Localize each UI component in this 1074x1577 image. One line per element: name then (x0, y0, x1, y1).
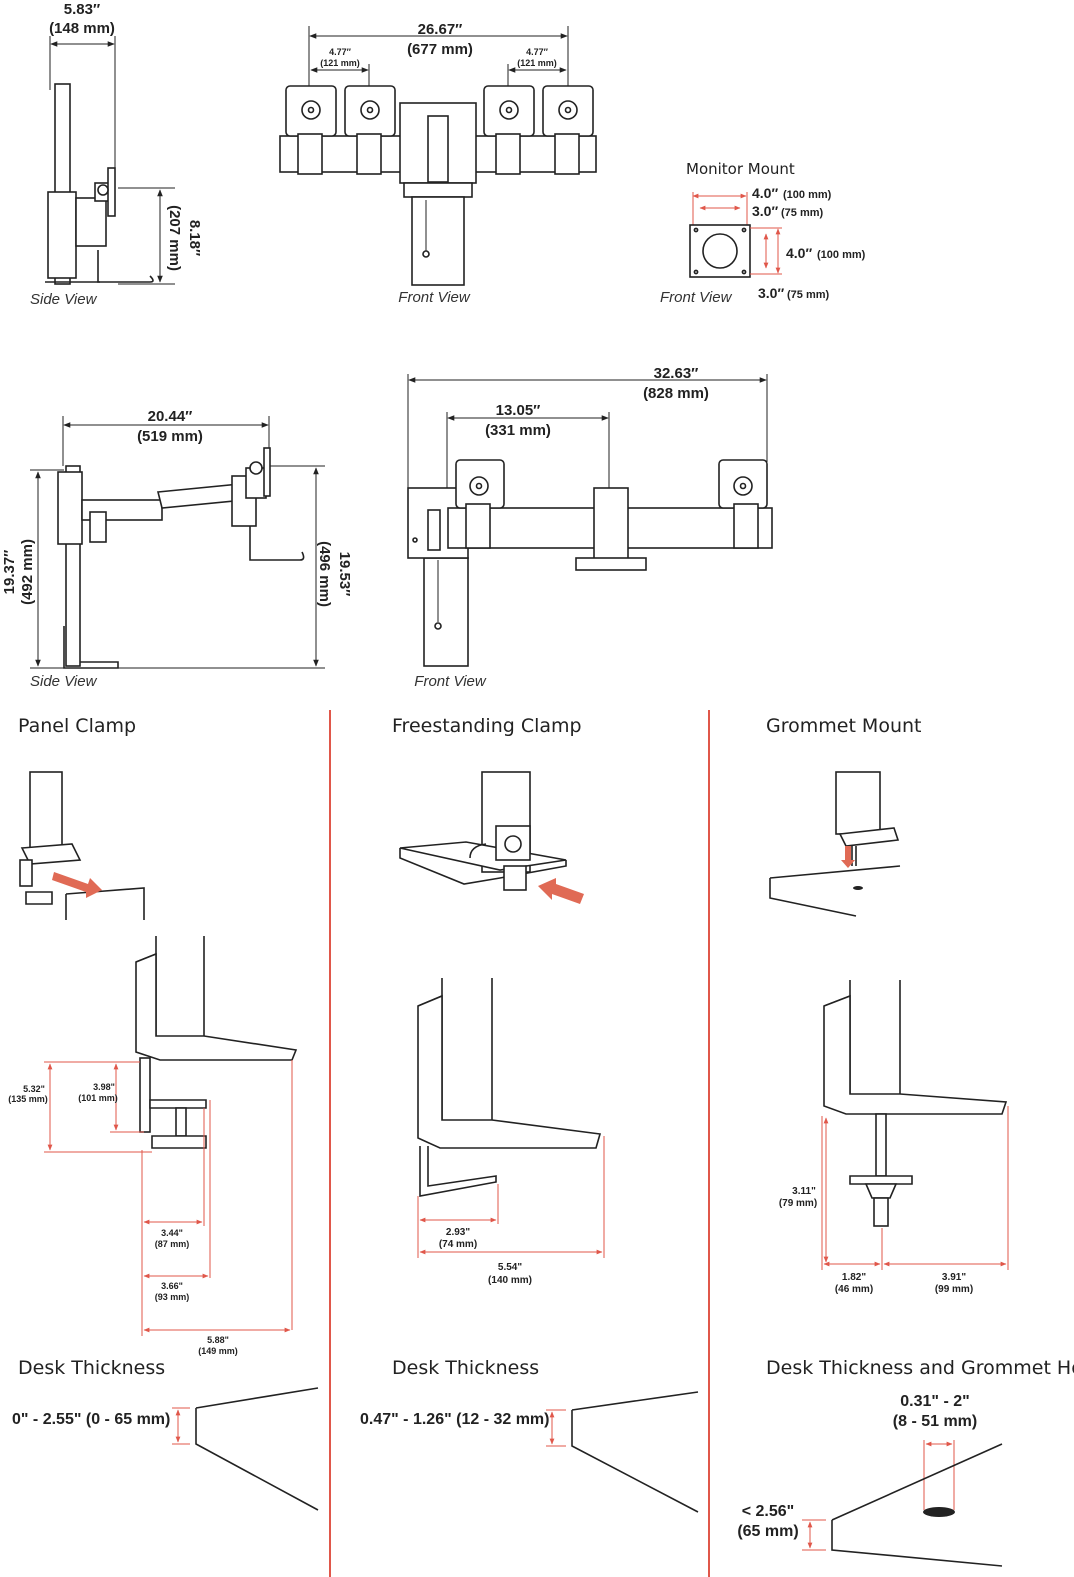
insert-arrow-icon (538, 878, 584, 904)
panel-clamp: Panel Clamp 5.32" (135 mm) 3.98" (101 mm… (8, 715, 319, 1511)
gm-thick-mm: (65 mm) (737, 1523, 798, 1540)
mid-front-center-in: 13.05″ (496, 402, 541, 419)
pc-d3-mm: (87 mm) (155, 1239, 190, 1249)
gm-title: Grommet Mount (766, 715, 922, 737)
pc-d2-mm: (101 mm) (78, 1093, 118, 1103)
top-front-width-mm: (677 mm) (407, 41, 473, 58)
fc-d2-in: 5.54" (498, 1262, 522, 1273)
insert-arrow-icon (52, 872, 102, 898)
top-side-height-mm: (207 mm) (166, 205, 183, 271)
pc-d1-mm: (135 mm) (8, 1094, 48, 1104)
gm-desk-title: Desk Thickness and Grommet Hole (766, 1357, 1074, 1379)
pc-d4-mm: (93 mm) (155, 1292, 190, 1302)
fc-desk-title: Desk Thickness (392, 1357, 539, 1379)
panel-clamp-title: Panel Clamp (18, 715, 136, 737)
top-front-left-mm: (121 mm) (320, 58, 360, 68)
fc-title: Freestanding Clamp (392, 715, 582, 737)
gm-d2-mm: (46 mm) (835, 1284, 873, 1295)
top-side-width-in: 5.83″ (64, 1, 100, 18)
pc-desk-title: Desk Thickness (18, 1357, 165, 1379)
fc-d1-in: 2.93" (446, 1227, 470, 1238)
mm-h75-in: 3.0″ (758, 285, 784, 301)
mid-front-total-in: 32.63″ (654, 365, 699, 382)
pc-d2-in: 3.98" (93, 1082, 115, 1092)
pc-d4-in: 3.66" (161, 1281, 183, 1291)
top-side-view: 5.83″ (148 mm) (207 mm) 8.18″ Side View (30, 1, 203, 308)
mm-h75-mm: (75 mm) (787, 289, 830, 301)
mid-side-right-mm: (496 mm) (316, 541, 333, 607)
top-front-caption: Front View (398, 289, 471, 306)
monitor-mount: Monitor Mount 4.0″ (100 mm) 3.0″ (75 mm)… (660, 160, 866, 306)
top-side-width-mm: (148 mm) (49, 20, 115, 37)
fc-desk-value: 0.47" - 1.26" (12 - 32 mm) (360, 1411, 549, 1428)
top-side-height-in: 8.18″ (186, 220, 203, 256)
gm-d3-in: 3.91" (942, 1272, 966, 1283)
down-arrow-icon (841, 846, 855, 868)
fc-d1-mm: (74 mm) (439, 1239, 477, 1250)
mm-w100-in: 4.0″ (752, 185, 778, 201)
mm-w75-mm: (75 mm) (781, 207, 824, 219)
pc-desk-value: 0" - 2.55" (0 - 65 mm) (12, 1411, 170, 1428)
grommet-mount: Grommet Mount 3.11" (79 mm) 1.82" (46 mm… (737, 715, 1074, 1567)
pc-d5-mm: (149 mm) (198, 1346, 238, 1356)
mm-h100-in: 4.0″ (786, 245, 812, 261)
mid-side-caption: Side View (30, 673, 98, 690)
gm-thick-in: < 2.56" (742, 1503, 795, 1520)
top-side-caption: Side View (30, 291, 98, 308)
mid-side-reach-mm: (519 mm) (137, 428, 203, 445)
freestanding-clamp: Freestanding Clamp 2.93" (74 mm) 5.54" (… (360, 715, 699, 1513)
top-front-right-mm: (121 mm) (517, 58, 557, 68)
pc-d3-in: 3.44" (161, 1228, 183, 1238)
fc-d2-mm: (140 mm) (488, 1275, 532, 1286)
middle-side-view: 20.44″ (519 mm) 19.37″ (492 mm) (496 mm)… (1, 408, 353, 690)
monitor-mount-title: Monitor Mount (686, 160, 795, 178)
pc-d1-in: 5.32" (23, 1084, 45, 1094)
gm-d1-in: 3.11" (792, 1186, 816, 1197)
top-front-right-in: 4.77″ (526, 47, 549, 57)
top-front-left-in: 4.77″ (329, 47, 352, 57)
mid-front-total-mm: (828 mm) (643, 385, 709, 402)
mm-h100-mm: (100 mm) (817, 249, 866, 261)
mid-front-caption: Front View (414, 673, 487, 690)
mid-side-left-in: 19.37″ (1, 550, 18, 595)
gm-d2-in: 1.82" (842, 1272, 866, 1283)
pc-d5-in: 5.88" (207, 1335, 229, 1345)
gm-d1-mm: (79 mm) (779, 1198, 817, 1209)
mid-side-left-mm: (492 mm) (19, 539, 36, 605)
grommet-hole (923, 1507, 955, 1517)
gm-hole-mm: (8 - 51 mm) (893, 1413, 977, 1430)
mm-w100-mm: (100 mm) (783, 189, 832, 201)
middle-front-view: 32.63″ (828 mm) 13.05″ (331 mm) Front Vi… (407, 365, 773, 690)
top-front-width-in: 26.67″ (418, 21, 463, 38)
gm-d3-mm: (99 mm) (935, 1284, 973, 1295)
mid-front-center-mm: (331 mm) (485, 422, 551, 439)
gm-hole-in: 0.31" - 2" (900, 1393, 969, 1410)
monitor-mount-caption: Front View (660, 289, 733, 306)
mid-side-reach-in: 20.44″ (148, 408, 193, 425)
mid-side-right-in: 19.53″ (336, 552, 353, 597)
top-front-view: 26.67″ (677 mm) 4.77″ (121 mm) 4.77″ (12… (279, 21, 597, 306)
mm-w75-in: 3.0″ (752, 203, 778, 219)
